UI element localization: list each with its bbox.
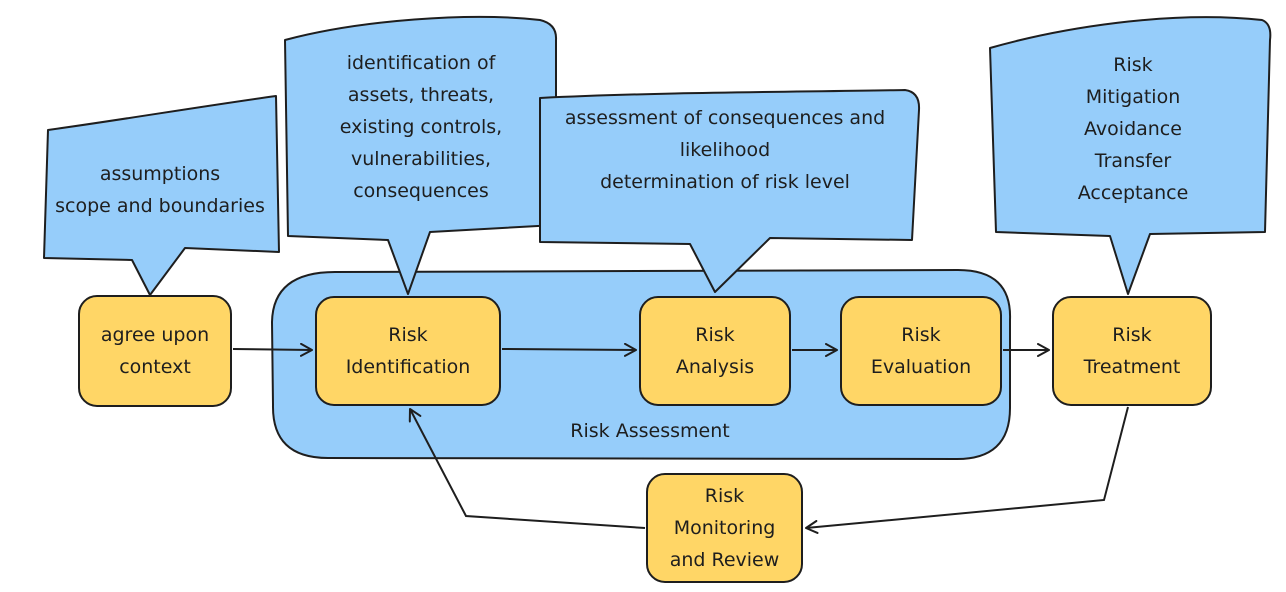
callout-identification-line-2: assets, threats,	[347, 84, 495, 106]
callout-analysis-line-1: assessment of consequences and	[564, 107, 886, 129]
box-treatment-text: Risk Treatment	[1053, 297, 1211, 405]
box-evaluation-line-1: Risk	[901, 324, 941, 346]
box-treatment-line-2: Treatment	[1083, 356, 1181, 378]
box-context-line-1: agree upon	[100, 324, 210, 346]
callout-treatment-line-1: Risk	[1113, 54, 1153, 76]
callout-treatment-line-2: Mitigation	[1085, 86, 1181, 108]
callout-identification	[284, 15, 558, 295]
arrow-treatment-to-monitoring	[805, 406, 1129, 534]
callout-treatment-line-5: Acceptance	[1077, 182, 1189, 204]
box-identification-line-1: Risk	[388, 324, 428, 346]
box-analysis-text: Risk Analysis	[640, 297, 790, 405]
callout-analysis	[539, 89, 921, 293]
callout-identification-text: identification of assets, threats, exist…	[288, 42, 554, 212]
callout-identification-line-4: vulnerabilities,	[350, 148, 491, 170]
box-identification	[315, 296, 501, 406]
box-analysis	[639, 296, 791, 406]
box-context-text: agree upon context	[79, 296, 231, 406]
callout-treatment-line-4: Transfer	[1094, 150, 1172, 172]
arrow-identification-to-analysis	[501, 342, 637, 357]
box-evaluation-text: Risk Evaluation	[841, 297, 1001, 405]
box-context	[78, 295, 232, 407]
callout-treatment-line-3: Avoidance	[1084, 118, 1182, 140]
callout-analysis-line-3: determination of risk level	[600, 171, 850, 193]
box-evaluation	[840, 296, 1002, 406]
box-monitoring	[646, 473, 803, 583]
callout-analysis-text: assessment of consequences and likelihoo…	[535, 100, 915, 200]
callout-context-line-1: assumptions	[99, 163, 221, 185]
box-monitoring-line-1: Risk	[704, 485, 745, 507]
box-evaluation-line-2: Evaluation	[870, 356, 972, 378]
callout-identification-line-3: existing controls,	[339, 116, 503, 138]
arrow-monitoring-to-identification	[408, 408, 646, 529]
box-identification-line-2: Identification	[345, 356, 471, 378]
callout-analysis-line-2: likelihood	[679, 139, 771, 161]
box-monitoring-text: Risk Monitoring and Review	[647, 474, 802, 582]
box-analysis-line-2: Analysis	[675, 356, 755, 378]
box-identification-text: Risk Identification	[316, 297, 500, 405]
callout-treatment-text: Risk Mitigation Avoidance Transfer Accep…	[1000, 44, 1266, 214]
box-treatment-line-1: Risk	[1112, 324, 1152, 346]
box-monitoring-line-3: and Review	[669, 549, 780, 571]
callout-context	[43, 95, 280, 296]
callout-treatment	[989, 16, 1272, 295]
box-analysis-line-1: Risk	[695, 324, 735, 346]
callout-identification-line-5: consequences	[353, 180, 489, 202]
box-context-line-2: context	[119, 356, 191, 378]
callout-context-line-2: scope and boundaries	[55, 195, 265, 217]
box-treatment	[1052, 296, 1212, 406]
risk-assessment-label-text: Risk Assessment	[570, 420, 730, 442]
callout-identification-line-1: identification of	[346, 52, 496, 74]
box-monitoring-line-2: Monitoring	[673, 517, 776, 539]
risk-assessment-group-label: Risk Assessment	[540, 414, 760, 448]
callout-context-text: assumptions scope and boundaries	[30, 150, 290, 230]
arrow-context-to-identification	[232, 342, 313, 357]
